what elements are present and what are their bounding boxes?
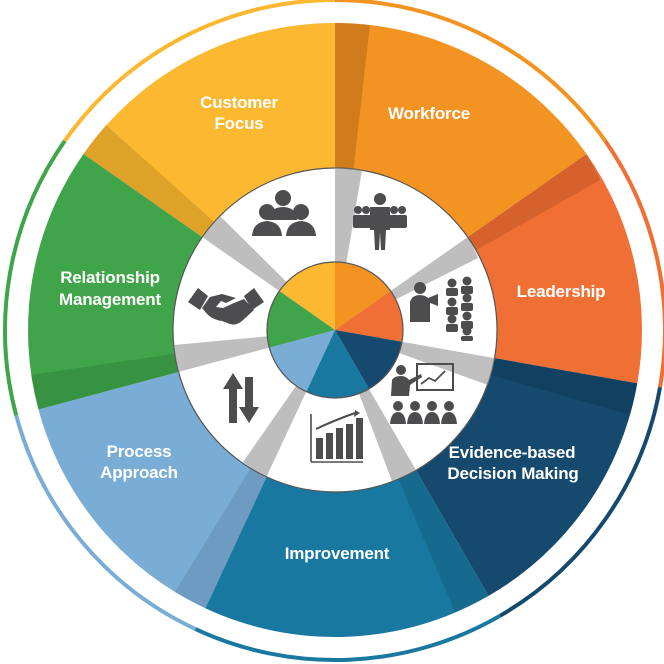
segment-labels: Customer Focus Workforce Leadership Evid… [59,93,606,563]
label-management: Management [59,290,161,309]
label-process: Process [107,442,172,461]
label-relationship: Relationship [60,268,160,287]
label-customer-focus: Customer [200,93,278,112]
label-improvement: Improvement [285,544,390,563]
outer-thin-ring [3,0,664,662]
label-evidence-based: Evidence-based [449,443,576,462]
center-disk [266,261,404,399]
team-group-icon [252,190,316,236]
label-workforce: Workforce [388,104,470,123]
label-decision-making: Decision Making [447,464,578,483]
label-leadership: Leadership [517,282,606,301]
label-customer-focus: Focus [214,114,263,133]
leader-with-team-icon [353,193,407,250]
label-approach: Approach [100,463,178,482]
growth-bar-chart-icon [310,410,363,463]
up-down-arrows-icon [223,373,259,423]
megaphone-speaker-icon [410,276,473,341]
handshake-icon [188,288,264,325]
presentation-audience-icon [390,363,457,424]
